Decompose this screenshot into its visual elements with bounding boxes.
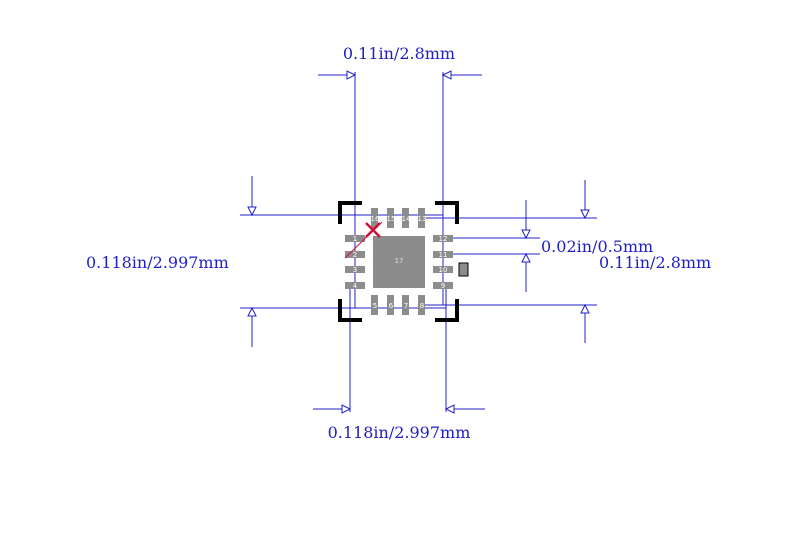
- side-marker-block: [458, 262, 469, 277]
- arrow-head-icon: [441, 70, 452, 80]
- silkscreen-corners: [338, 201, 459, 322]
- arrow-head-icon: [247, 206, 257, 217]
- pad-right-11: [433, 251, 453, 258]
- pin-label: 12: [439, 235, 448, 243]
- pad-left-3: [345, 266, 365, 273]
- corner-bracket-bottom-left: [338, 299, 362, 322]
- arrow-heads: [247, 70, 590, 414]
- dim-label-right-height: 0.11in/2.8mm: [599, 253, 711, 272]
- pin-label: 7: [404, 302, 408, 310]
- arrow-head-icon: [521, 229, 531, 240]
- pin-label: 5: [373, 302, 377, 310]
- arrow-head-icon: [444, 404, 455, 414]
- center-thermal-pad: [373, 236, 425, 288]
- dim-label-left-height: 0.118in/2.997mm: [86, 253, 229, 272]
- pin-label: 14: [402, 215, 411, 223]
- pad-top-14: [402, 208, 409, 228]
- extension-lines: [240, 72, 597, 412]
- pad-left-1: [345, 235, 365, 242]
- corner-bracket-bottom-right: [435, 299, 459, 322]
- pad-bottom-6: [387, 295, 394, 315]
- pad-right-12: [433, 235, 453, 242]
- pad-left-2: [345, 251, 365, 258]
- pin-label: 9: [441, 282, 445, 290]
- arrow-head-icon: [247, 306, 257, 317]
- package-body-outline: [350, 214, 446, 309]
- corner-bracket-top-right: [435, 201, 459, 224]
- pad-top-13: [418, 208, 425, 228]
- dim-label-top-width: 0.11in/2.8mm: [343, 44, 455, 63]
- pad-bottom-8: [418, 295, 425, 315]
- pad-bottom-7: [402, 295, 409, 315]
- arrow-head-icon: [341, 404, 352, 414]
- pin-label: 13: [418, 215, 427, 223]
- pad-bottom-5: [371, 295, 378, 315]
- pad-top-15: [387, 208, 394, 228]
- pad-right-9: [433, 282, 453, 289]
- arrow-head-icon: [346, 70, 357, 80]
- pin-label: 11: [439, 251, 448, 259]
- pin-label: 10: [439, 266, 448, 274]
- arrow-head-icon: [580, 209, 590, 220]
- center-pad-label: 17: [395, 257, 404, 265]
- pin-label: 8: [420, 302, 424, 310]
- pads: [345, 208, 453, 315]
- pin-label: 3: [353, 266, 357, 274]
- pin-label: 1: [353, 235, 357, 243]
- corner-bracket-top-left: [338, 201, 362, 224]
- pin-label: 16: [371, 215, 380, 223]
- pad-left-4: [345, 282, 365, 289]
- pin-label: 6: [389, 302, 394, 310]
- arrow-head-icon: [580, 303, 590, 314]
- pin-label: 4: [353, 282, 358, 290]
- arrow-head-icon: [521, 252, 531, 263]
- pad-right-10: [433, 266, 453, 273]
- pin-label: 15: [387, 215, 396, 223]
- pin-label: 2: [353, 251, 357, 259]
- pin-one-marker-icon: [344, 221, 383, 259]
- pad-top-16: [371, 208, 378, 228]
- dim-label-bottom-width: 0.118in/2.997mm: [328, 423, 471, 442]
- dim-label-pitch: 0.02in/0.5mm: [541, 237, 653, 256]
- pin-labels: 1 2 3 4 5 6 7 8 9 10 11 12 13 14 15 16: [353, 215, 448, 310]
